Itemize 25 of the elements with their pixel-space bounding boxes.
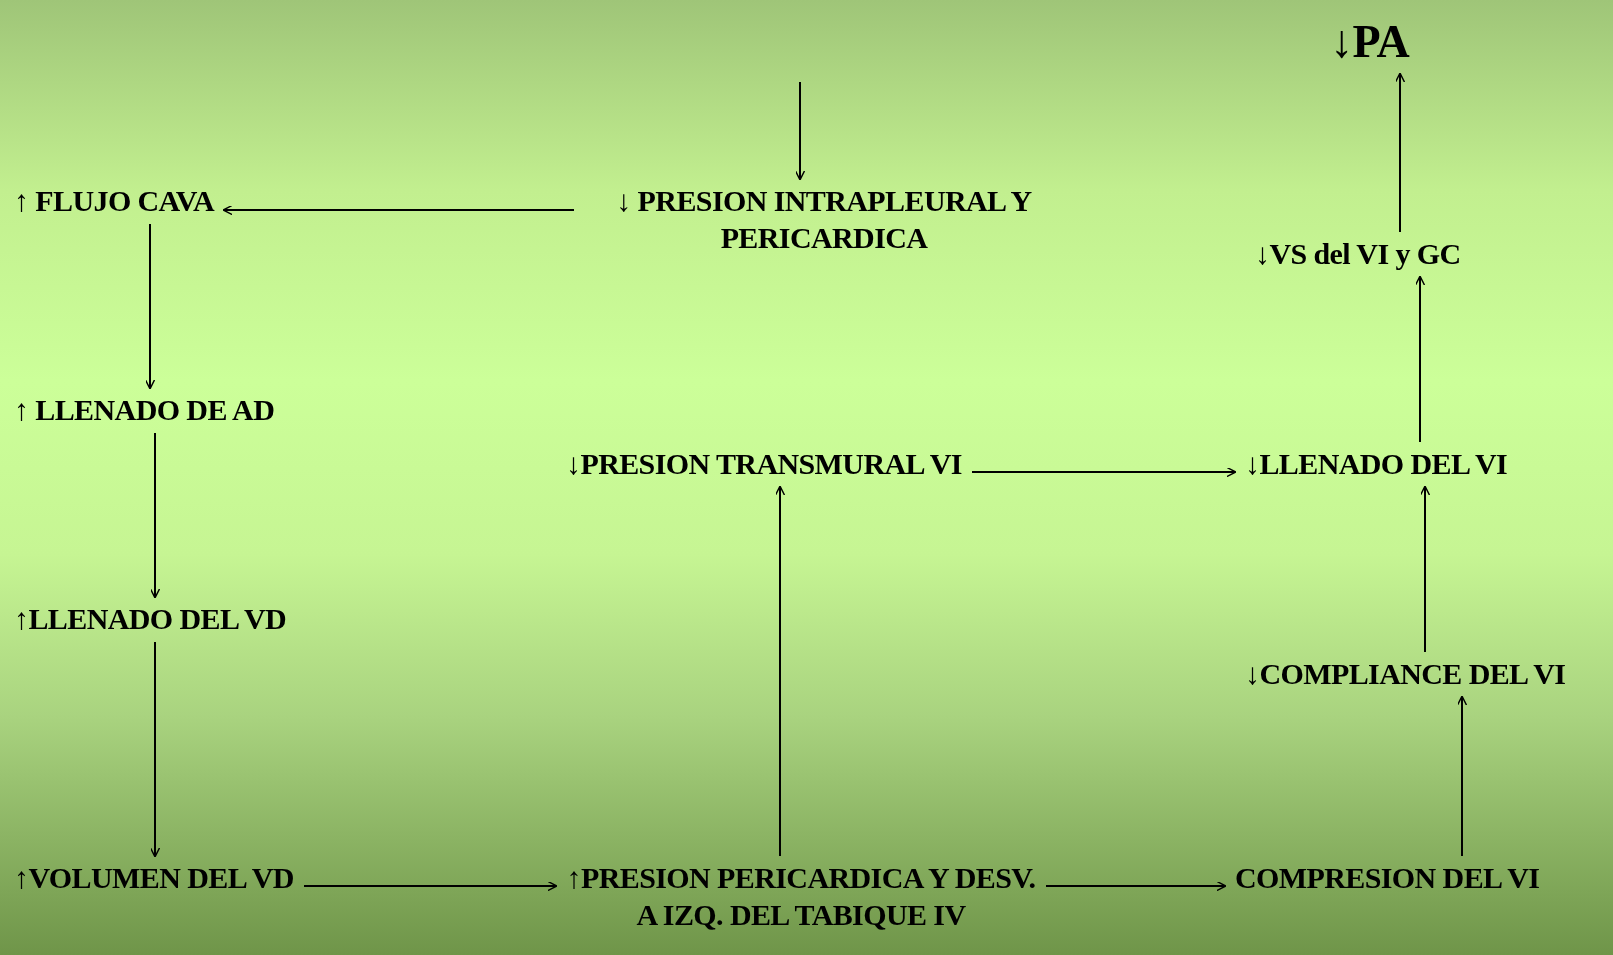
flow-text: ↑PRESION PERICARDICA Y DESV. A IZQ. DEL TABIQUE IV — [566, 860, 1036, 934]
arrow — [1414, 275, 1426, 443]
arrow — [144, 223, 156, 390]
flow-text: ↓ PRESION INTRAPLEURAL Y PERICARDICA — [584, 183, 1064, 257]
arrow — [774, 485, 786, 857]
flow-text: ↑ LLENADO DE AD — [14, 392, 275, 429]
arrow — [1045, 880, 1227, 892]
flow-text: ↓COMPLIANCE DEL VI — [1245, 656, 1566, 693]
flow-text: ↓PA — [1330, 14, 1410, 71]
arrow — [303, 880, 558, 892]
arrow — [971, 466, 1237, 478]
arrow — [794, 81, 806, 181]
arrow — [1394, 72, 1406, 233]
flow-text: ↓VS del VI y GC — [1255, 236, 1461, 273]
flow-text: ↑LLENADO DEL VD — [14, 601, 287, 638]
flow-text: ↓LLENADO DEL VI — [1245, 446, 1508, 483]
flow-text: COMPRESION DEL VI — [1235, 860, 1540, 897]
flow-text: ↑VOLUMEN DEL VD — [14, 860, 294, 897]
flow-text: ↑ FLUJO CAVA — [14, 183, 215, 220]
arrow — [222, 204, 575, 216]
arrow — [149, 432, 161, 599]
arrow — [149, 641, 161, 858]
arrow — [1456, 695, 1468, 857]
arrow — [1419, 485, 1431, 653]
flow-text: ↓PRESION TRANSMURAL VI — [566, 446, 962, 483]
